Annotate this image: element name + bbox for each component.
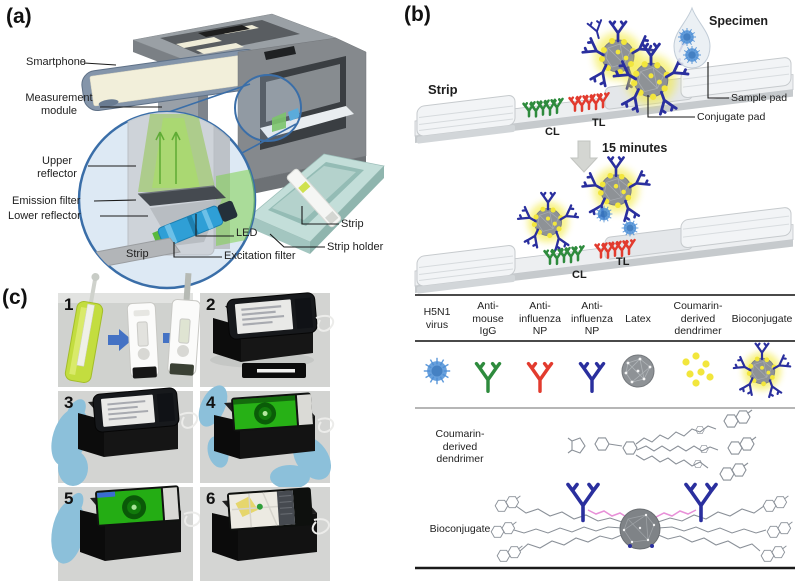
strip-label-right: Strip bbox=[341, 218, 364, 230]
h5n1-virus-icon bbox=[423, 357, 451, 385]
legend-col-coumarin-dendrimer-label: Coumarin- derived dendrimer bbox=[673, 300, 723, 338]
coumarin-dendrimer-structure bbox=[567, 410, 756, 480]
strip-label-b: Strip bbox=[428, 82, 458, 97]
step-number-5: 5 bbox=[64, 489, 74, 508]
legend-col-anti-influenza-np-red-label: Anti- influenza NP bbox=[518, 300, 562, 338]
panel-a-tag: (a) bbox=[6, 5, 32, 28]
photo-step-6 bbox=[200, 487, 330, 581]
strip-holder-illustration bbox=[249, 153, 385, 254]
strip-holder-label: Strip holder bbox=[327, 241, 384, 253]
step-number-4: 4 bbox=[206, 393, 216, 412]
coumarin-dots-icon bbox=[682, 352, 714, 387]
legend-col-h5n1-virus-label: H5N1 virus bbox=[423, 306, 451, 331]
smartphone-illustration bbox=[81, 48, 263, 112]
specimen-droplet bbox=[673, 6, 711, 69]
bioconjugate-structure bbox=[491, 482, 792, 562]
test-line-label: TL bbox=[592, 117, 606, 129]
specimen-label: Specimen bbox=[709, 14, 769, 28]
legend-col-bioconjugate-label: Bioconjugate bbox=[731, 313, 793, 325]
panel-b-tag: (b) bbox=[404, 3, 431, 26]
photo-step-3 bbox=[51, 387, 199, 486]
excitation-filter-label: Excitation filter bbox=[224, 250, 296, 262]
led-label: LED bbox=[236, 227, 258, 239]
panel-b-strip-schematic bbox=[414, 6, 795, 570]
panel-a-device-illustration bbox=[77, 13, 385, 290]
bioconjugate-bound-tl bbox=[583, 158, 650, 221]
emission-filter-label: Emission filter bbox=[12, 195, 81, 207]
bioconjugate-label: Bioconjugate bbox=[429, 523, 491, 535]
down-arrow bbox=[569, 140, 599, 173]
panel-c-photos bbox=[51, 272, 335, 581]
lower-reflector-label: Lower reflector bbox=[8, 210, 81, 222]
test-line-label-2: TL bbox=[616, 256, 630, 268]
red-antibody-icon bbox=[526, 361, 554, 393]
step-number-2: 2 bbox=[206, 295, 216, 314]
bioconjugate-icon bbox=[734, 344, 790, 397]
blue-antibody-icon bbox=[578, 361, 606, 393]
legend-col-latex-label: Latex bbox=[625, 313, 651, 325]
photo-step-4 bbox=[198, 385, 335, 489]
led-cylinder bbox=[217, 200, 238, 222]
green-antibody-icon bbox=[474, 361, 502, 393]
emission-filter-plate bbox=[138, 186, 226, 206]
photo-step-2 bbox=[200, 292, 335, 387]
upper-reflector-label: Upper reflector bbox=[37, 155, 77, 181]
legend-col-anti-influenza-np-blue-label: Anti- influenza NP bbox=[570, 300, 614, 338]
smartphone-label: Smartphone bbox=[26, 56, 86, 68]
step-number-6: 6 bbox=[206, 489, 216, 508]
coumarin-dendrimer-label: Coumarin- derived dendrimer bbox=[435, 428, 485, 466]
step-number-1: 1 bbox=[64, 295, 74, 314]
control-line-label: CL bbox=[545, 126, 560, 138]
bioconjugate-bound-cl bbox=[518, 193, 578, 250]
strip-label-a: Strip bbox=[126, 248, 149, 260]
panel-c-tag: (c) bbox=[2, 286, 28, 309]
photo-step-5 bbox=[51, 485, 202, 581]
strip-after bbox=[414, 207, 794, 294]
incubation-time-label: 15 minutes bbox=[602, 141, 668, 155]
latex-particle-icon bbox=[621, 354, 655, 388]
control-line-label-2: CL bbox=[572, 269, 587, 281]
measurement-module-label: Measurement module bbox=[25, 92, 93, 118]
panel-b-leader-lines bbox=[647, 62, 729, 118]
step-number-3: 3 bbox=[64, 393, 74, 412]
panel-a-leader-lines bbox=[83, 62, 339, 258]
conjugate-pad-label: Conjugate pad bbox=[697, 111, 766, 123]
photo-step-1 bbox=[58, 272, 201, 387]
sample-pad-label: Sample pad bbox=[731, 92, 788, 104]
legend-col-anti-mouse-igg-label: Anti- mouse IgG bbox=[472, 300, 504, 338]
optics-detail bbox=[95, 112, 255, 267]
